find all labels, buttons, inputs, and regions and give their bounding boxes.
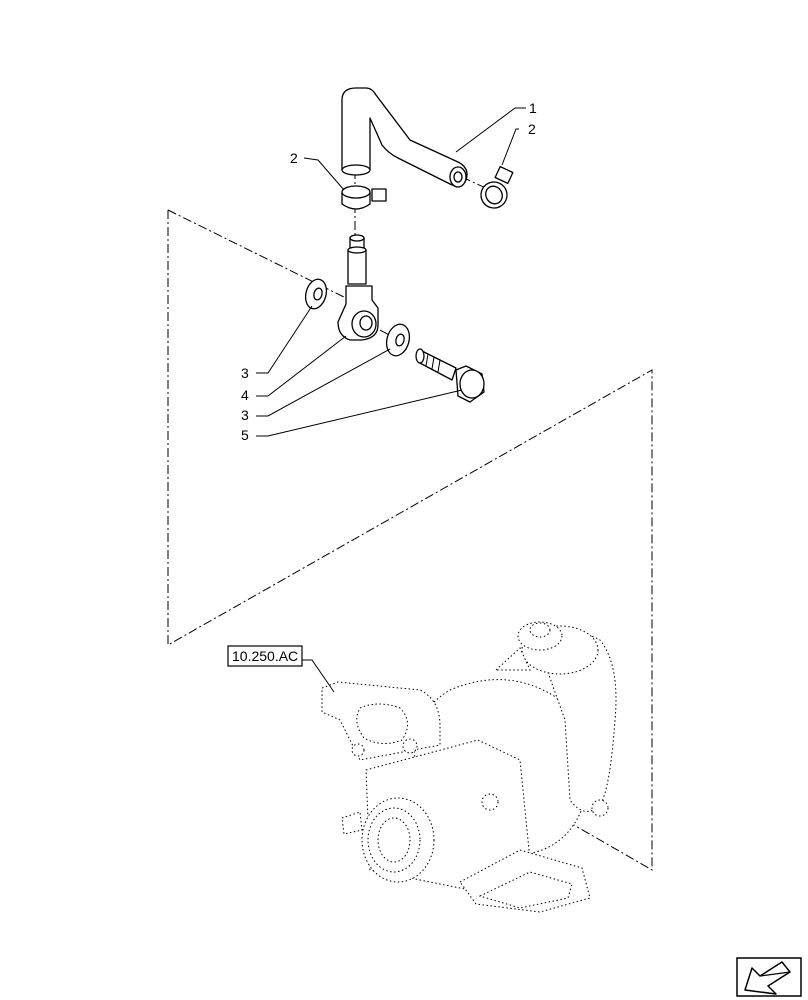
hose-clamp-part-2-right [480,165,514,209]
hose-part-1 [341,87,468,188]
callout-3-upper: 3 [241,365,249,381]
reference-tag-label: 10.250.AC [232,648,298,664]
next-page-arrow-icon[interactable] [736,957,802,997]
reference-tag[interactable]: 10.250.AC [227,645,303,667]
callout-2-left: 2 [290,150,298,166]
callout-3-lower: 3 [241,407,249,423]
sealing-washer-part-3-left [304,278,328,310]
banjo-bolt-part-5 [415,348,485,403]
callout-2-right: 2 [528,121,536,137]
callout-4: 4 [241,387,249,403]
callout-1: 1 [529,100,537,116]
banjo-fitting-part-4 [337,234,379,341]
leader-lines [256,107,526,693]
sealing-washer-part-3-right [385,323,411,357]
callout-labels: 1 2 2 3 4 3 5 [241,100,537,443]
turbocharger-phantom [321,621,617,913]
callout-5: 5 [241,427,249,443]
hose-clamp-part-2-left [341,185,387,210]
